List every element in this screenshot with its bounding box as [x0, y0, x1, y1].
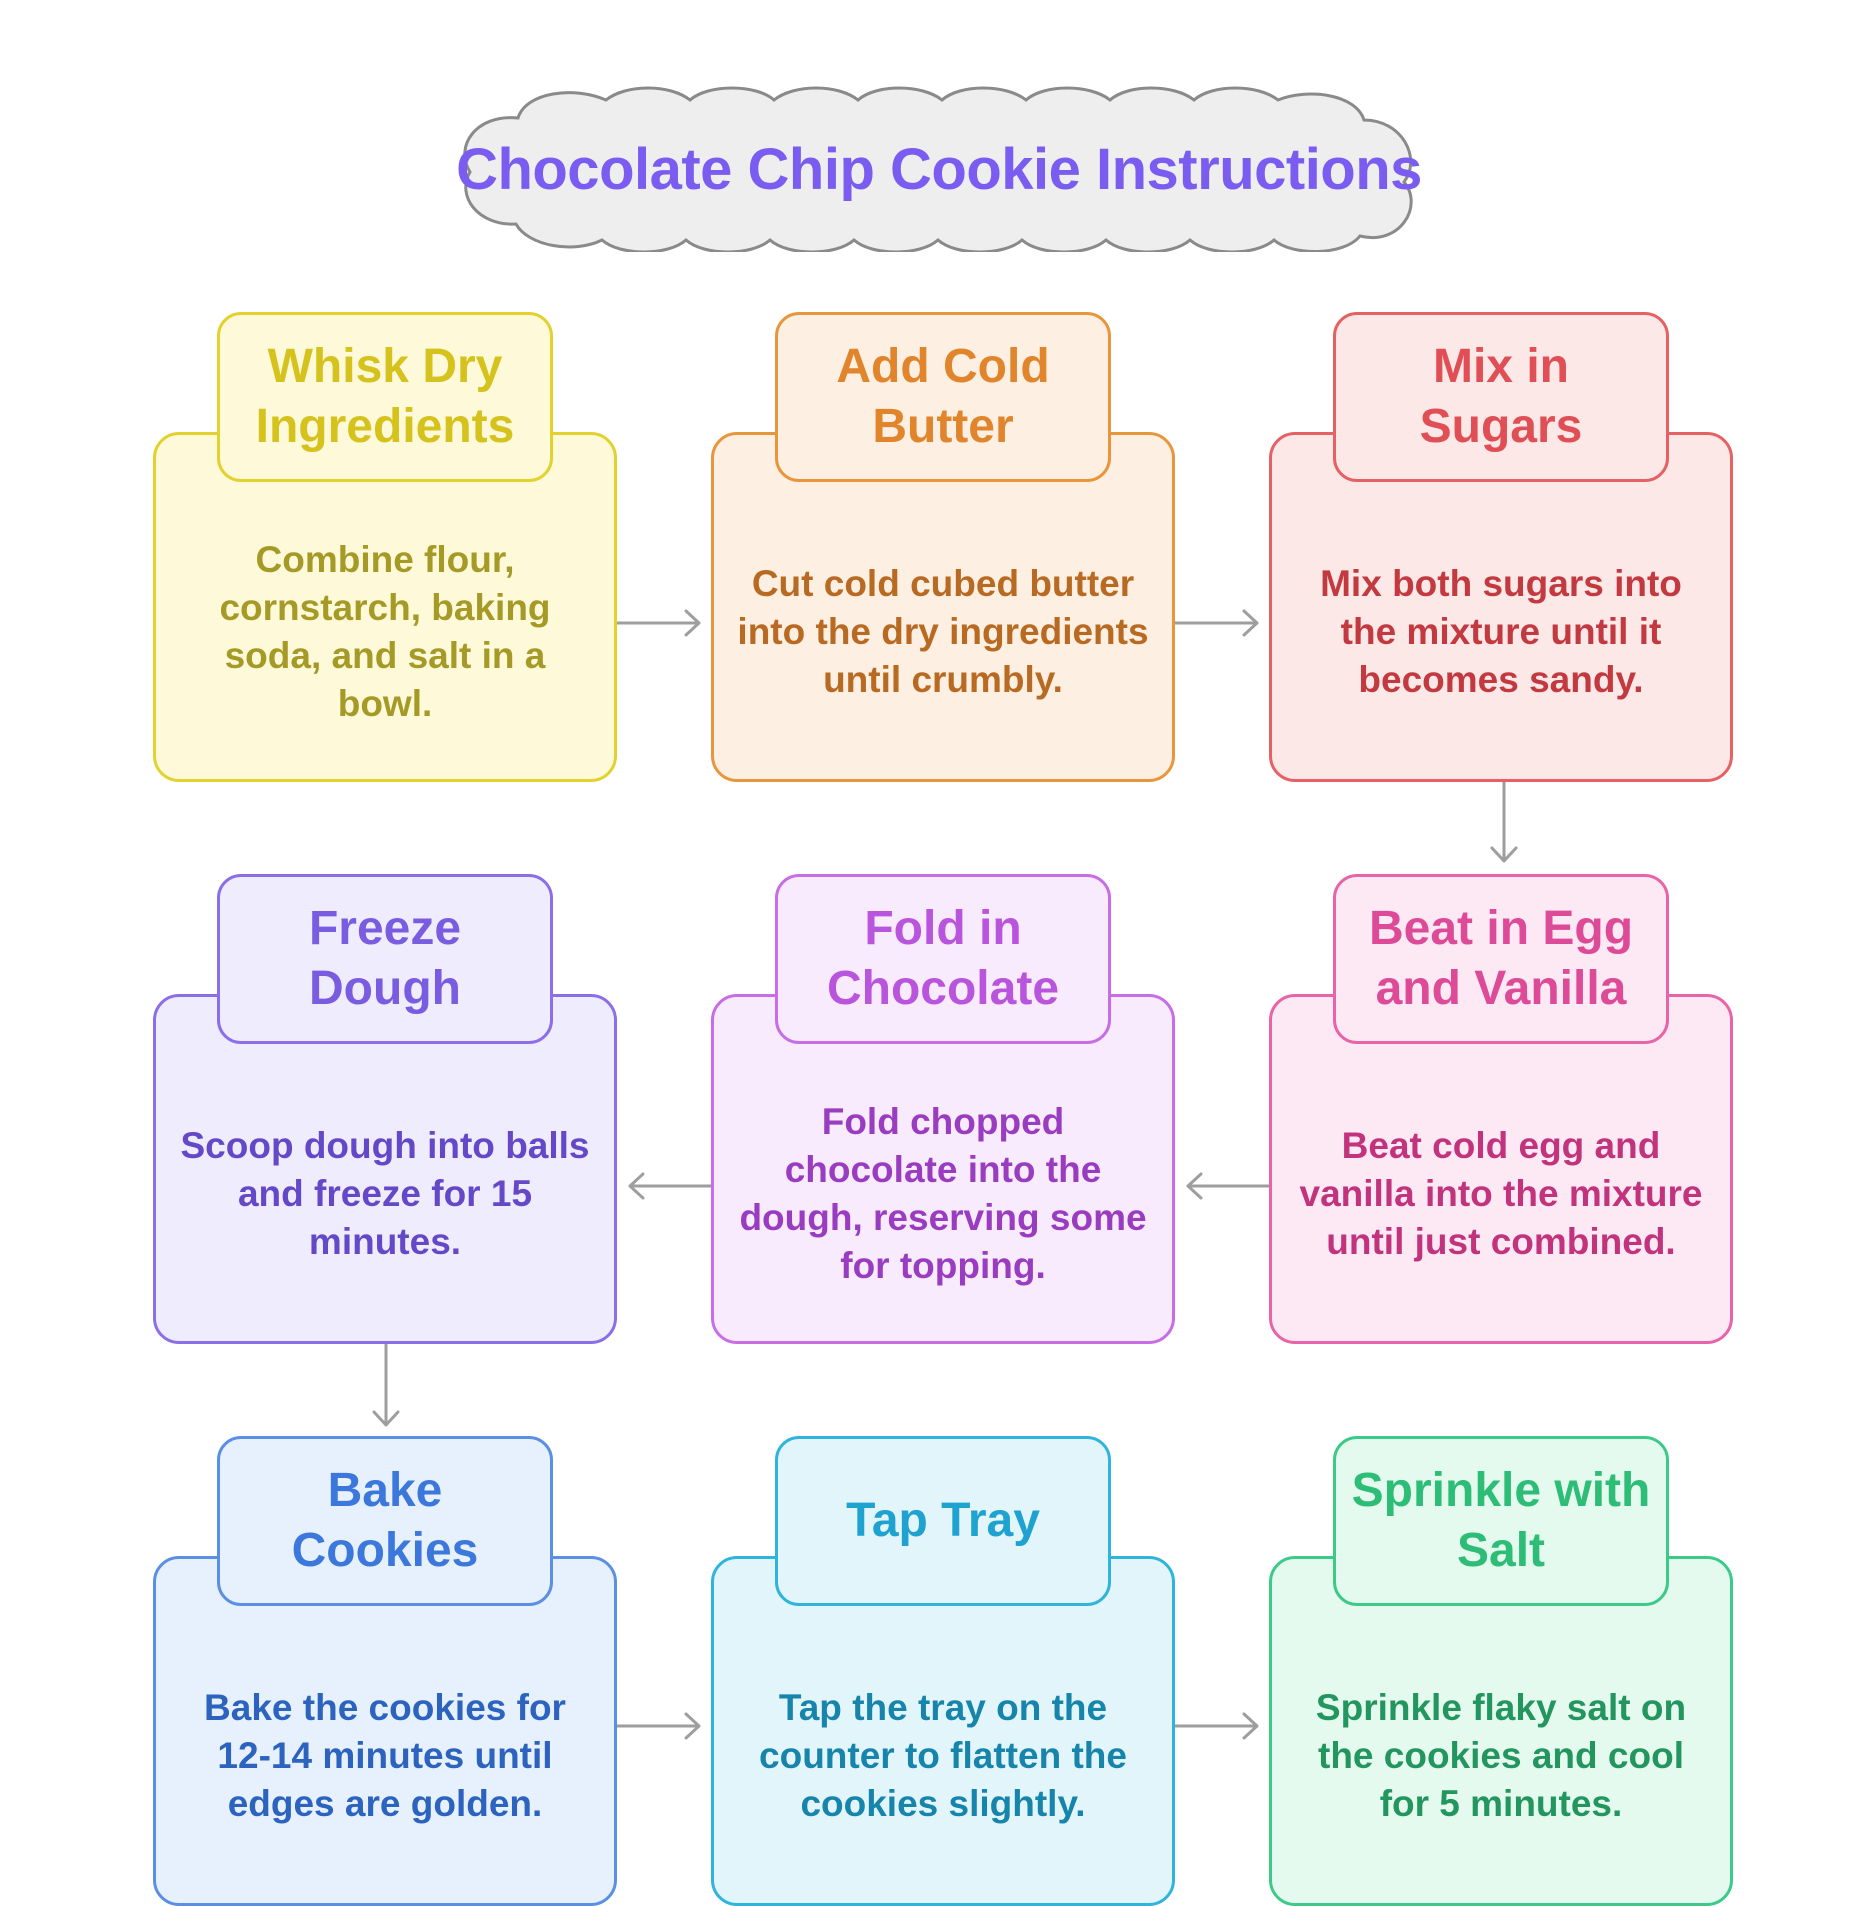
step-card-body [711, 1556, 1175, 1906]
step-card-fold-in-chocolate: Fold in Chocolate Fold chopped chocolate… [711, 874, 1175, 1344]
step-title: Beat in Egg and Vanilla [1333, 874, 1669, 1044]
step-title: Bake Cookies [217, 1436, 553, 1606]
step-card-mix-in-sugars: Mix in Sugars Mix both sugars into the m… [1269, 312, 1733, 782]
arrow-step7-to-step8 [615, 1712, 701, 1740]
arrow-step8-to-step9 [1172, 1712, 1259, 1740]
step-title: Freeze Dough [217, 874, 553, 1044]
step-card-whisk-dry-ingredients: Whisk Dry Ingredients Combine flour, cor… [153, 312, 617, 782]
step-description: Tap the tray on the counter to flatten t… [759, 1687, 1127, 1824]
step-card-body [711, 994, 1175, 1344]
step-description: Scoop dough into balls and freeze for 15… [180, 1125, 590, 1262]
step-description: Bake the cookies for 12-14 minutes until… [204, 1687, 566, 1824]
step-card-sprinkle-with-salt: Sprinkle with Salt Sprinkle flaky salt o… [1269, 1436, 1733, 1906]
arrow-step3-to-step4 [1490, 777, 1518, 863]
title-cloud: Chocolate Chip Cookie Instructions [456, 86, 1422, 252]
arrow-step6-to-step7 [372, 1341, 400, 1427]
step-description: Cut cold cubed butter into the dry ingre… [737, 563, 1149, 700]
step-title: Sprinkle with Salt [1333, 1436, 1669, 1606]
step-card-body [153, 994, 617, 1344]
step-description: Fold chopped chocolate into the dough, r… [739, 1101, 1147, 1286]
arrow-step4-to-step5 [1186, 1172, 1272, 1200]
page-title: Chocolate Chip Cookie Instructions [456, 136, 1422, 202]
step-title: Tap Tray [775, 1436, 1111, 1606]
step-title: Fold in Chocolate [775, 874, 1111, 1044]
step-description: Beat cold egg and vanilla into the mixtu… [1299, 1125, 1703, 1262]
step-card-freeze-dough: Freeze Dough Scoop dough into balls and … [153, 874, 617, 1344]
step-card-body [153, 1556, 617, 1906]
arrow-step2-to-step3 [1172, 609, 1259, 637]
step-card-add-cold-butter: Add Cold Butter Cut cold cubed butter in… [711, 312, 1175, 782]
arrow-step1-to-step2 [615, 609, 701, 637]
step-title: Add Cold Butter [775, 312, 1111, 482]
step-description: Mix both sugars into the mixture until i… [1320, 563, 1682, 700]
cloud-shape [463, 86, 1413, 252]
step-card-tap-tray: Tap Tray Tap the tray on the counter to … [711, 1436, 1175, 1906]
step-description: Combine flour, cornstarch, baking soda, … [219, 539, 551, 724]
step-card-body [1269, 1556, 1733, 1906]
step-title: Mix in Sugars [1333, 312, 1669, 482]
step-card-bake-cookies: Bake Cookies Bake the cookies for 12-14 … [153, 1436, 617, 1906]
arrow-step5-to-step6 [628, 1172, 714, 1200]
step-title: Whisk Dry Ingredients [217, 312, 553, 482]
step-description: Sprinkle flaky salt on the cookies and c… [1315, 1687, 1687, 1824]
step-card-beat-in-egg-and-vanilla: Beat in Egg and Vanilla Beat cold egg an… [1269, 874, 1733, 1344]
